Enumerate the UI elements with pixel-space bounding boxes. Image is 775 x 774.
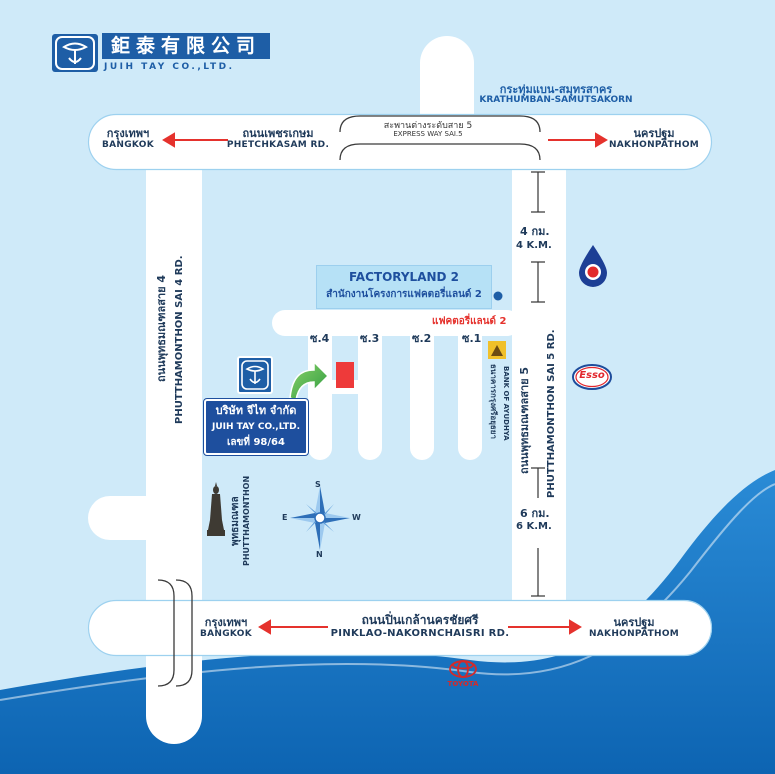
compass-n-label: N bbox=[316, 550, 323, 559]
direction-arrows bbox=[162, 132, 608, 635]
factoryland-office-thai: สำนักงานโครงการแฟคตอรี่แลนด์ 2 bbox=[326, 289, 482, 300]
petchkasem-english-label: PHETCHKASAM RD. bbox=[226, 140, 330, 150]
company-box-thai: บริษัท จีไท จำกัด bbox=[215, 404, 297, 417]
road-network bbox=[88, 36, 712, 744]
fuel-station-icon bbox=[579, 245, 607, 287]
distance-south-thai: 6 กม. bbox=[520, 507, 550, 520]
company-small-logo bbox=[237, 356, 273, 394]
compass-e-label: E bbox=[282, 513, 288, 522]
toyota-logo bbox=[449, 660, 477, 678]
krathumban-thai-label: กระทุ่มแบน-สมุทรสาคร bbox=[499, 83, 613, 96]
company-logo-icon bbox=[55, 36, 95, 70]
expressway-thai-label: สะพานต่างระดับสาย 5 bbox=[383, 121, 473, 131]
pinklao-english-label: PINKLAO-NAKORNCHAISRI RD. bbox=[330, 628, 510, 639]
distance-markers bbox=[531, 171, 545, 597]
soi-3-label: ซ.3 bbox=[360, 332, 380, 345]
esso-label: Esso bbox=[579, 370, 605, 381]
expressway-english-label: EXPRESS WAY SAI.5 bbox=[393, 130, 463, 138]
nakhonpathom-top-thai: นครปฐม bbox=[633, 127, 675, 140]
buddha-statue-icon bbox=[207, 482, 225, 536]
bangkok-bottom-thai: กรุงเทพฯ bbox=[204, 616, 248, 629]
compass-rose bbox=[290, 486, 350, 550]
sai4-thai-label: ถนนพุทธมณฑลสาย 4 bbox=[155, 274, 168, 382]
soi-2-label: ซ.2 bbox=[412, 332, 432, 345]
bangkok-top-english: BANGKOK bbox=[101, 140, 155, 150]
toyota-label: TOYOTA bbox=[447, 680, 479, 688]
pointer-arrow bbox=[289, 360, 330, 401]
compass-w-label: W bbox=[352, 513, 361, 522]
bank-english-label: BANK OF AYUDHYA bbox=[502, 366, 510, 441]
esso-logo bbox=[572, 364, 612, 390]
pinklao-thai-label: ถนนปิ่นเกล้านครชัยศรี bbox=[361, 613, 479, 627]
phutthamonthon-thai-label: พุทธมณฑล bbox=[230, 496, 241, 546]
company-location-marker bbox=[336, 362, 354, 388]
company-box-english: JUIH TAY CO.,LTD. bbox=[211, 422, 301, 432]
sai4-english-label: PHUTTHAMONTHON SAI 4 RD. bbox=[174, 255, 185, 424]
company-logo bbox=[52, 34, 98, 72]
compass-s-label: S bbox=[315, 480, 321, 489]
company-english-name: JUIH TAY CO.,LTD. bbox=[104, 62, 235, 72]
nakhonpathom-bottom-english: NAKHONPATHOM bbox=[588, 629, 680, 639]
bridge-lines bbox=[157, 579, 193, 687]
company-box-address: เลขที่ 98/64 bbox=[227, 437, 285, 448]
distance-south-english: 6 K.M. bbox=[516, 521, 552, 532]
sai5-thai-label: ถนนพุทธมณฑลสาย 5 bbox=[518, 366, 531, 474]
bank-thai-label: ธนาคารกรุงศรีอยุธยา bbox=[489, 364, 498, 439]
factoryland-office-dot bbox=[493, 291, 503, 301]
bangkok-top-thai: กรุงเทพฯ bbox=[106, 127, 150, 140]
soi-4-label: ซ.4 bbox=[310, 332, 330, 345]
nakhonpathom-bottom-thai: นครปฐม bbox=[613, 616, 655, 629]
factoryland-box: FACTORYLAND 2 สำนักงานโครงการแฟคตอรี่แลน… bbox=[316, 265, 492, 309]
distance-north-english: 4 K.M. bbox=[516, 240, 552, 251]
factoryland-title: FACTORYLAND 2 bbox=[348, 270, 460, 284]
sai5-english-label: PHUTTHAMONTHON SAI 5 RD. bbox=[546, 329, 557, 498]
nakhonpathom-top-english: NAKHONPATHOM bbox=[608, 140, 700, 150]
company-label-box: บริษัท จีไท จำกัด JUIH TAY CO.,LTD. เลขท… bbox=[204, 399, 308, 455]
company-small-logo-icon bbox=[241, 360, 269, 390]
expressway-overpass bbox=[339, 115, 541, 161]
krathumban-english-label: KRATHUMBAN-SAMUTSAKORN bbox=[479, 95, 633, 105]
petchkasem-thai-label: ถนนเพชรเกษม bbox=[242, 127, 314, 140]
distance-north-thai: 4 กม. bbox=[520, 225, 550, 238]
bangkok-bottom-english: BANGKOK bbox=[199, 629, 253, 639]
road-borders bbox=[87, 113, 713, 657]
factoryland-road-label: แฟคตอรี่แลนด์ 2 bbox=[432, 316, 507, 327]
company-chinese-name: 鉅泰有限公司 bbox=[102, 33, 270, 59]
soi-1-label: ซ.1 bbox=[462, 332, 482, 345]
bank-icon bbox=[488, 341, 506, 359]
phutthamonthon-english-label: PHUTTHAMONTHON bbox=[242, 475, 251, 566]
